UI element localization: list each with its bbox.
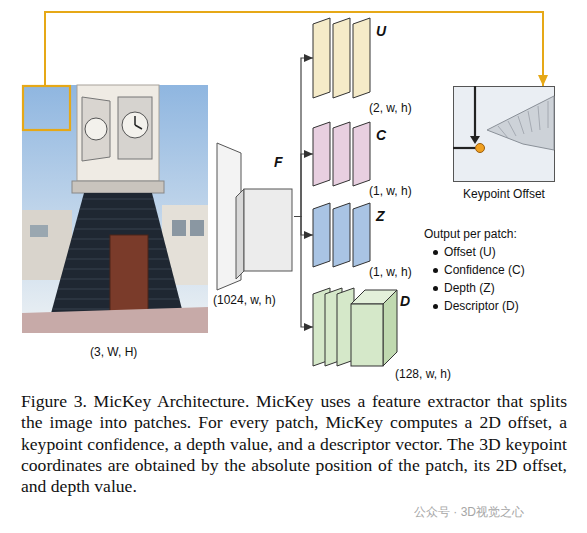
bullet-item: Offset (U) xyxy=(432,246,496,258)
tile-line xyxy=(74,229,161,230)
shape-label: (1, w, h) xyxy=(369,266,412,278)
background-building xyxy=(190,220,204,236)
roof-tile xyxy=(538,106,540,130)
keypoint-dot xyxy=(476,144,485,153)
tower-top xyxy=(77,85,159,181)
connector-arrow xyxy=(294,217,313,328)
feature-slab xyxy=(333,203,350,267)
feature-slab xyxy=(313,18,330,98)
descriptor-side xyxy=(383,290,397,366)
node-shape xyxy=(453,86,555,182)
background-building xyxy=(30,225,48,237)
connector-arrow xyxy=(294,58,313,217)
node-shape xyxy=(313,288,397,366)
head-letter: C xyxy=(376,128,386,142)
node-shape xyxy=(313,203,373,267)
head-letter: F xyxy=(274,155,283,169)
roof-tile xyxy=(528,111,532,132)
tile-line xyxy=(80,209,156,210)
connector-arrow xyxy=(45,12,543,86)
clock-hands xyxy=(135,116,142,129)
tile-line xyxy=(82,199,153,200)
clock-face xyxy=(82,97,110,161)
offset-arrowhead xyxy=(470,136,480,144)
shape-label: (1024, w, h) xyxy=(213,294,276,306)
node-shape xyxy=(313,18,373,98)
feature-block xyxy=(244,189,292,271)
roof-tile xyxy=(498,126,508,138)
roof-tile xyxy=(508,121,516,136)
door xyxy=(110,235,148,317)
tower-base xyxy=(50,193,184,317)
feature-slab xyxy=(353,122,370,186)
roof-shape xyxy=(487,96,554,150)
shape-label: (128, w, h) xyxy=(395,368,451,380)
list-heading: Output per patch: xyxy=(424,228,517,240)
offset-arrow xyxy=(453,147,475,149)
feature-side xyxy=(236,189,244,279)
figure-caption: Figure 3. MicKey Architecture. MicKey us… xyxy=(21,391,567,497)
watermark: 公众号 · 3D视觉之心 xyxy=(414,506,524,518)
bullet-item: Depth (Z) xyxy=(432,282,495,294)
feature-slab xyxy=(333,18,350,98)
tower-ledge xyxy=(72,181,164,193)
shape-label: Keypoint Offset xyxy=(453,188,555,200)
head-letter: Z xyxy=(376,209,385,223)
clock-dial xyxy=(122,112,148,138)
feature-slab xyxy=(313,203,330,267)
feature-slab xyxy=(353,203,370,267)
descriptor-head: D(128, w, h) xyxy=(313,288,397,366)
confidence-head: C(1, w, h) xyxy=(313,122,373,186)
node-shape xyxy=(313,122,373,186)
photo-sky xyxy=(22,85,208,333)
background-building xyxy=(172,220,186,236)
keypoint-offset-box: Keypoint Offset xyxy=(453,86,555,182)
offset-arrow xyxy=(474,86,476,138)
clock-face xyxy=(118,97,152,159)
patch-highlight xyxy=(23,86,70,130)
feature-map: F(1024, w, h) xyxy=(216,143,294,290)
roof-tile xyxy=(518,116,524,134)
roof-tile xyxy=(548,101,549,128)
clock-dial xyxy=(85,118,107,140)
feature-slab xyxy=(313,122,330,186)
connector-arrow xyxy=(294,217,313,236)
node-shape xyxy=(22,85,208,333)
ground xyxy=(22,307,208,333)
offset-panel xyxy=(454,87,555,182)
shape-label: (3, W, H) xyxy=(90,346,137,358)
descriptor-block xyxy=(351,304,383,366)
offset-head: U(2, w, h) xyxy=(313,18,373,98)
head-letter: U xyxy=(376,24,386,38)
feature-slab xyxy=(353,18,370,98)
bullet-item: Confidence (C) xyxy=(432,264,525,276)
input-image: (3, W, H) xyxy=(22,85,208,333)
shape-label: (2, w, h) xyxy=(369,102,412,114)
depth-head: Z(1, w, h) xyxy=(313,203,373,267)
feature-slab xyxy=(333,122,350,186)
shape-label: (1, w, h) xyxy=(369,185,412,197)
head-letter: D xyxy=(400,294,410,308)
bullet-item: Descriptor (D) xyxy=(432,300,519,312)
connector-arrow xyxy=(294,154,313,217)
tile-line xyxy=(77,219,159,220)
